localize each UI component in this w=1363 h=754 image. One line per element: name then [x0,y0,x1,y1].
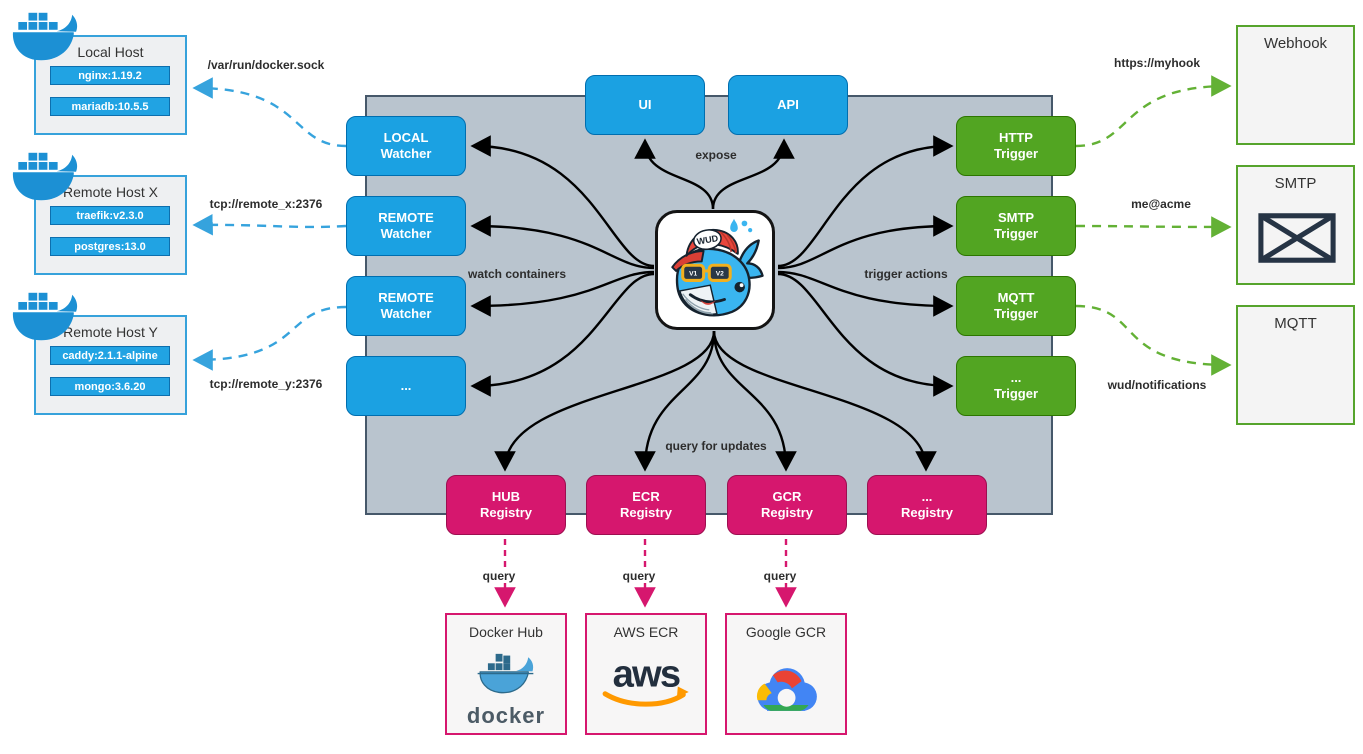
target-title: SMTP [1274,175,1317,192]
trigger-label: Trigger [993,226,1039,241]
registry-label: ... [921,489,933,504]
ui-node: UI [585,75,705,135]
watcher-label: REMOTE [378,290,434,305]
docker-wordmark: docker [466,703,546,728]
host-box-remote-x: Remote Host X traefik:v2.3.0 postgres:13… [34,175,187,275]
host-box-remote-y: Remote Host Y caddy:2.1.1-alpine mongo:3… [34,315,187,415]
container-chip: traefik:v2.3.0 [50,206,170,225]
wud-whale-icon: WUD V1 V2 [671,218,764,317]
registry-label: Registry [760,505,814,520]
registry-node-more: ... Registry [867,475,987,535]
edge-label-query-hub: query [479,569,519,583]
registry-label: ECR [632,489,660,504]
watcher-node-local: LOCAL Watcher [346,116,466,176]
envelope-icon [1256,213,1338,263]
watcher-node-remote-x: REMOTE Watcher [346,196,466,256]
provider-title: AWS ECR [613,624,679,640]
edge-label-query-updates: query for updates [665,439,767,453]
edge-label-remote-y: tcp://remote_y:2376 [209,377,323,391]
trigger-label: HTTP [999,130,1033,145]
host-title: Local Host [77,44,144,60]
aws-logo-icon: aws [602,653,689,707]
ui-node-label: UI [638,97,652,112]
aws-wordmark: aws [613,653,680,696]
gcp-cloud-icon [748,661,824,718]
trigger-node-http: HTTP Trigger [956,116,1076,176]
watcher-label: REMOTE [378,210,434,225]
api-node: API [728,75,848,135]
registry-label: GCR [772,489,802,504]
target-title: Webhook [1263,35,1328,52]
wud-lens-v2: V2 [716,271,724,278]
docker-whale-icon [12,11,78,67]
watcher-label: Watcher [380,146,432,161]
watcher-node-remote-y: REMOTE Watcher [346,276,466,336]
target-box-webhook: Webhook [1236,25,1355,145]
edge-label-trigger-actions: trigger actions [864,267,948,281]
registry-node-gcr: GCR Registry [727,475,847,535]
docker-whale-icon [12,151,78,207]
host-box-local: Local Host nginx:1.19.2 mariadb:10.5.5 [34,35,187,135]
trigger-label: Trigger [993,386,1039,401]
trigger-node-smtp: SMTP Trigger [956,196,1076,256]
wud-logo: WUD V1 V2 [655,210,775,330]
host-title: Remote Host Y [63,324,158,340]
trigger-label: ... [1010,370,1022,385]
provider-box-docker-hub: Docker Hub docker [445,613,567,735]
trigger-label: MQTT [997,290,1035,305]
watcher-label: Watcher [380,226,432,241]
trigger-label: Trigger [993,306,1039,321]
wud-lens-v1: V1 [689,271,697,278]
edges-watchers-to-hosts [192,77,347,371]
edge-label-me-acme: me@acme [1131,197,1191,211]
aws-logo: aws [596,651,696,718]
docker-hub-logo: docker [466,653,546,728]
registry-node-hub: HUB Registry [446,475,566,535]
edge-label-myhook: https://myhook [1114,56,1200,70]
registry-label: Registry [900,505,954,520]
container-chip: postgres:13.0 [50,237,170,256]
provider-title: Google GCR [745,624,827,640]
container-chip: caddy:2.1.1-alpine [50,346,170,365]
edge-label-query-ecr: query [619,569,659,583]
provider-box-google-gcr: Google GCR [725,613,847,735]
watcher-node-more: ... [346,356,466,416]
edge-label-query-gcr: query [760,569,800,583]
container-chip: mariadb:10.5.5 [50,97,170,116]
target-title: MQTT [1274,315,1317,332]
trigger-label: Trigger [993,146,1039,161]
docker-whale-icon [477,653,534,694]
edge-label-watch-containers: watch containers [467,267,567,281]
trigger-node-more: ... Trigger [956,356,1076,416]
watcher-label: LOCAL [383,130,429,145]
registry-label: HUB [491,489,521,504]
registry-node-ecr: ECR Registry [586,475,706,535]
container-chip: nginx:1.19.2 [50,66,170,85]
edge-label-expose: expose [695,148,737,162]
trigger-node-mqtt: MQTT Trigger [956,276,1076,336]
trigger-label: SMTP [997,210,1035,225]
container-chip: mongo:3.6.20 [50,377,170,396]
gcp-cloud-logo [748,661,824,723]
api-node-label: API [777,97,799,112]
provider-box-aws-ecr: AWS ECR aws [585,613,707,735]
edges-triggers-to-targets [1075,75,1232,376]
edge-label-wud-notifications: wud/notifications [1107,378,1207,392]
edge-label-docker-sock: /var/run/docker.sock [207,58,325,72]
target-box-smtp: SMTP [1236,165,1355,285]
edge-label-remote-x: tcp://remote_x:2376 [209,197,323,211]
provider-title: Docker Hub [469,624,543,640]
host-title: Remote Host X [63,184,158,200]
watcher-label: ... [400,378,412,393]
docker-whale-icon [12,291,78,347]
registry-label: Registry [619,505,673,520]
wud-cap-text: WUD [696,233,719,247]
watcher-label: Watcher [380,306,432,321]
target-box-mqtt: MQTT [1236,305,1355,425]
registry-label: Registry [479,505,533,520]
